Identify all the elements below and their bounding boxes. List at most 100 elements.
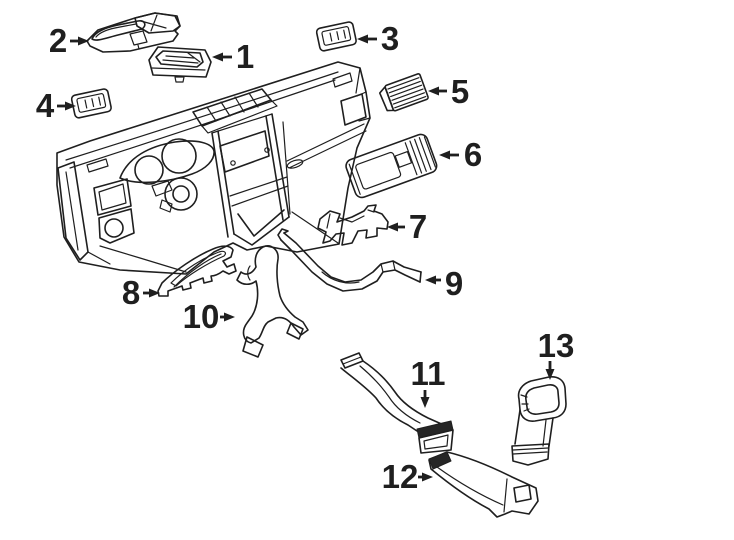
callout-11[interactable]: 11: [411, 355, 446, 408]
part-13-body-line: [542, 419, 547, 447]
part-11-floor-duct[interactable]: [340, 352, 454, 454]
part-12-end-rim: [428, 451, 452, 470]
part-3-outline: [315, 21, 357, 52]
callout-12-number: 12: [382, 458, 419, 495]
part-1-tray-lines: [162, 52, 201, 64]
part-3-slots: [329, 29, 347, 42]
part-8-leaf: [170, 250, 226, 287]
callout-3-number: 3: [381, 20, 399, 57]
part-7-bracket[interactable]: [317, 204, 389, 246]
part-9-left-cap: [277, 228, 289, 241]
callout-9[interactable]: 9: [425, 265, 463, 302]
part-13-body-sides: [514, 409, 554, 447]
part-5-louvers: [387, 77, 427, 109]
part-9-bottom-edge: [280, 239, 421, 292]
part-6-left-end: [348, 163, 361, 195]
callout-9-arrow: [425, 275, 436, 285]
airbag-seam: [286, 123, 367, 169]
dash-outer-silhouette: [56, 61, 371, 275]
part-8-outline: [157, 245, 237, 297]
callout-6[interactable]: 6: [439, 136, 482, 173]
callout-3[interactable]: 3: [357, 20, 399, 57]
top-right-slot: [332, 72, 353, 88]
stack-shelves: [229, 176, 289, 207]
part-12-foot-divider: [503, 478, 508, 513]
callout-2-number: 2: [49, 22, 67, 59]
part-11-body-bottom: [340, 367, 418, 432]
part-9-bowl-line: [321, 271, 360, 284]
part-6-outlet-duct[interactable]: [344, 132, 438, 199]
part-6-outline: [345, 133, 438, 199]
glovebox-rect: [340, 93, 367, 126]
callout-4-number: 4: [36, 87, 55, 124]
part-10-foot: [242, 336, 264, 358]
callout-8-arrow: [149, 288, 160, 298]
part-3-inner: [321, 26, 352, 46]
part-12-foot-hole: [513, 484, 532, 503]
callout-7-number: 7: [409, 208, 427, 245]
callout-7[interactable]: 7: [387, 208, 427, 245]
part-13-vent-duct[interactable]: [511, 376, 567, 466]
part-7-creases: [326, 209, 375, 229]
part-5-flap: [378, 86, 395, 112]
gauge-right: [161, 138, 197, 174]
left-panel-knob: [104, 218, 124, 238]
part-11-body-line: [359, 365, 421, 424]
part-6-opening: [355, 151, 402, 190]
callout-9-number: 9: [445, 265, 463, 302]
stack-screen: [219, 130, 270, 173]
callout-13[interactable]: 13: [538, 327, 575, 380]
part-2-defroster-grille[interactable]: [86, 12, 181, 53]
callout-2-arrow: [78, 36, 89, 46]
left-end-inner: [65, 171, 79, 251]
part-2-center-tab: [129, 30, 148, 50]
callout-10[interactable]: 10: [183, 298, 235, 335]
part-3-side-vent[interactable]: [315, 21, 357, 52]
dash-cowl-line-1: [65, 71, 339, 161]
stack-right-rail: [265, 113, 290, 221]
part-12-floor-duct-rear[interactable]: [428, 451, 539, 518]
part-5-vent-grille[interactable]: [378, 73, 429, 113]
part-2-box-creases: [140, 14, 167, 32]
callout-4[interactable]: 4: [36, 87, 76, 124]
steering-bracket: [151, 180, 173, 213]
part-1-center-vent[interactable]: [148, 46, 212, 83]
instrument-panel-art: [56, 61, 371, 275]
callout-6-arrow: [439, 150, 450, 160]
callout-10-number: 10: [183, 298, 220, 335]
part-10-hook: [286, 322, 304, 340]
part-2-scoop-inner: [95, 23, 137, 38]
part-9-cross-duct[interactable]: [277, 228, 422, 292]
left-slot: [86, 158, 109, 173]
callout-4-arrow: [65, 101, 76, 111]
callout-5[interactable]: 5: [428, 73, 469, 110]
steering-ring-inner: [172, 185, 190, 203]
callout-1[interactable]: 1: [212, 38, 254, 75]
callout-5-arrow: [428, 86, 439, 96]
callout-13-number: 13: [538, 327, 575, 364]
callout-6-number: 6: [464, 136, 482, 173]
part-8-trim-strip[interactable]: [157, 245, 237, 297]
callout-1-number: 1: [236, 38, 254, 75]
callout-12-arrow: [422, 472, 433, 482]
callout-11-number: 11: [411, 355, 446, 392]
part-1-outline: [148, 46, 212, 78]
defroster-tray-slats: [206, 92, 259, 122]
callout-10-arrow: [224, 312, 235, 322]
callout-11-arrow: [420, 397, 430, 408]
part-13-ring-inner: [525, 384, 560, 415]
part-4-side-vent[interactable]: [70, 88, 112, 119]
part-10-c-mark: [247, 265, 251, 281]
callout-13-arrow: [545, 369, 555, 380]
callout-12[interactable]: 12: [382, 458, 433, 495]
callout-2[interactable]: 2: [49, 22, 89, 59]
part-10-distribution-bracket[interactable]: [236, 245, 309, 358]
part-12-body-line: [436, 466, 504, 506]
part-7-outline: [317, 204, 389, 246]
part-1-tab: [174, 76, 185, 83]
callout-1-arrow: [212, 52, 223, 62]
callout-8[interactable]: 8: [122, 274, 160, 311]
part-11-opening-front: [418, 429, 454, 454]
